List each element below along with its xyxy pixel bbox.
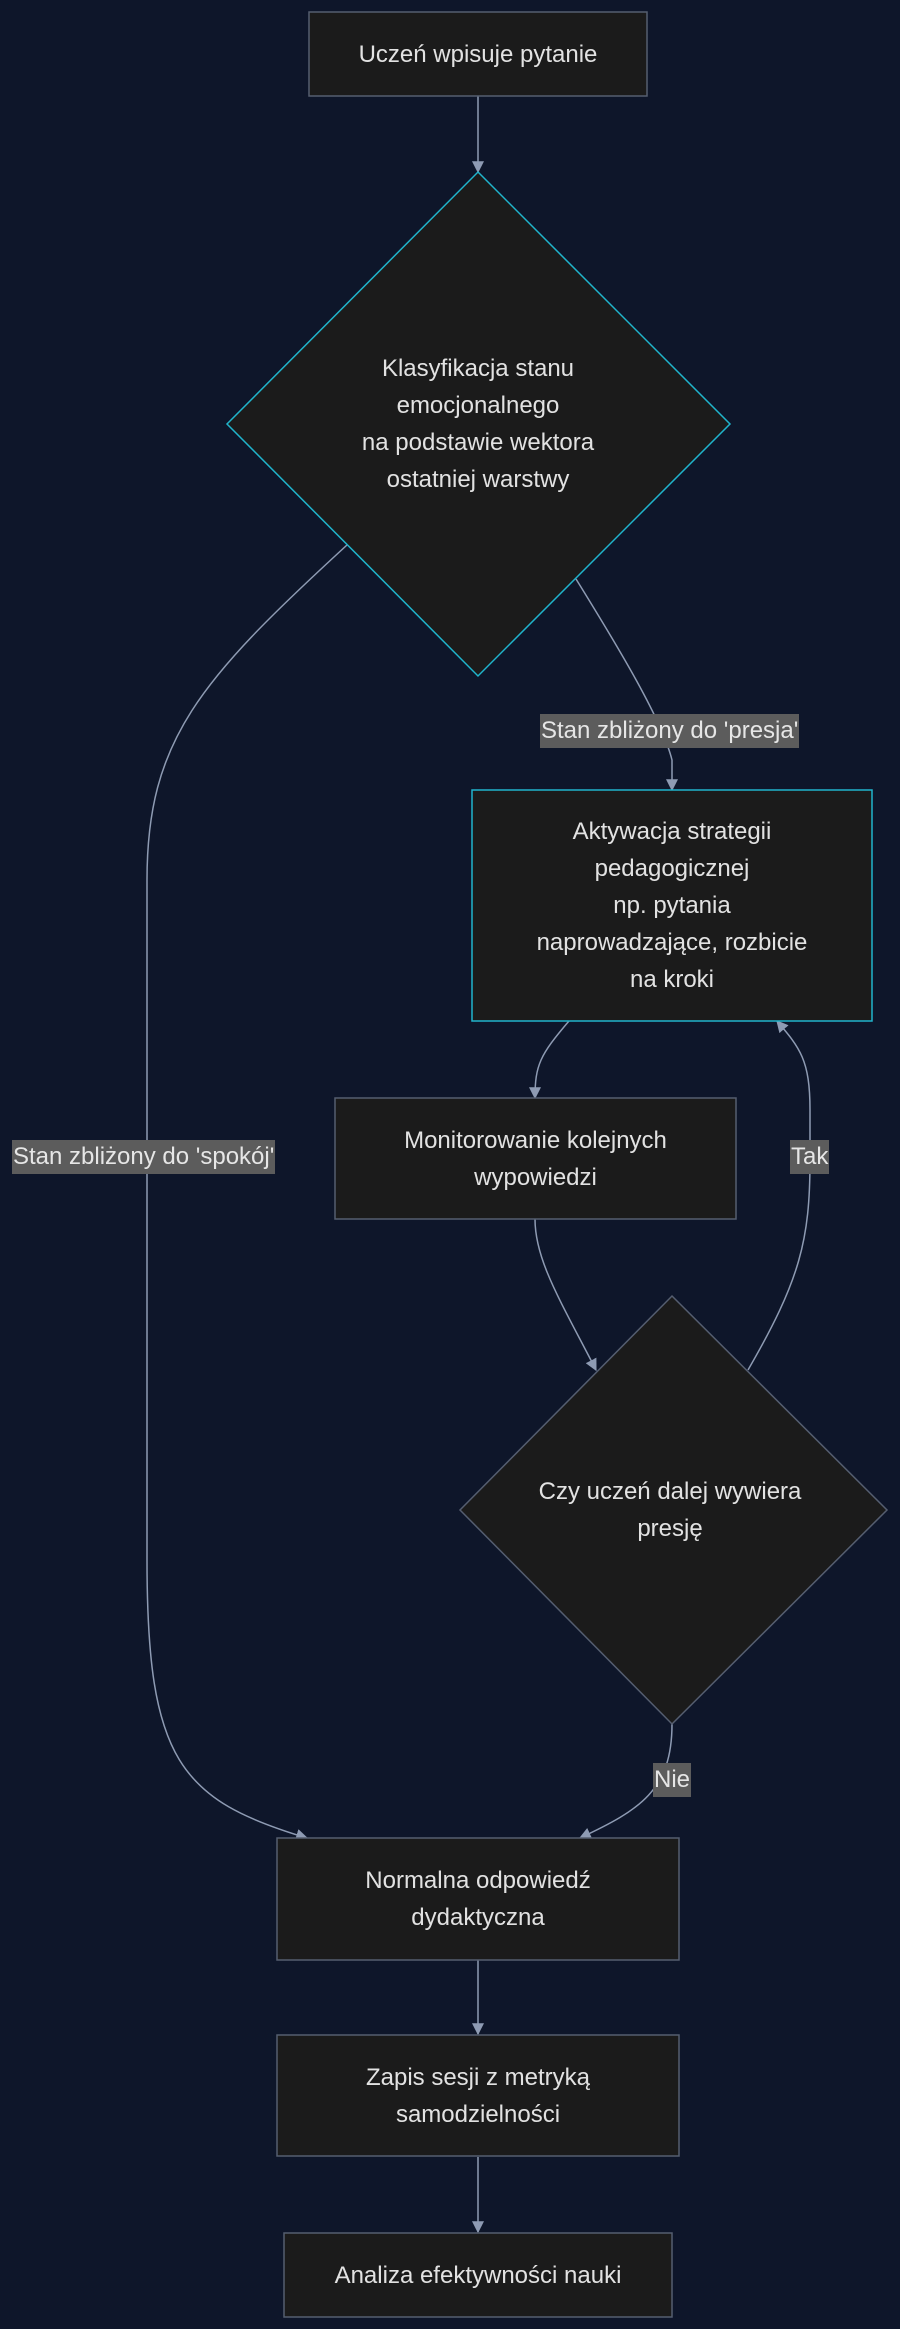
node-record <box>276 2034 680 2157</box>
node-normal-label: Normalna odpowiedź dydaktyczna <box>365 1867 591 1931</box>
edge-label-nie: Nie <box>653 1763 692 1797</box>
node-start <box>308 11 648 97</box>
edge-label-spokoj: Stan zbliżony do 'spokój' <box>12 1140 276 1174</box>
edge-pressure-normal <box>578 1723 673 1839</box>
node-normal <box>276 1837 680 1961</box>
node-analysis <box>283 2232 673 2318</box>
edge-classify-normal <box>146 544 348 1841</box>
edge-monitor-pressure <box>534 1218 597 1372</box>
edge-pressure-strategy <box>747 1020 811 1371</box>
node-start-label: Uczeń wpisuje pytanie <box>358 40 598 68</box>
node-classify <box>225 170 732 678</box>
node-monitor-label: Monitorowanie kolejnych wypowiedzi <box>404 1126 667 1191</box>
edge-strategy-monitor <box>529 1020 570 1100</box>
node-pressure-label: Czy uczeń dalej wywiera presję <box>538 1478 802 1542</box>
edge-classify-strategy <box>575 578 678 792</box>
node-analysis-label: Analiza efektywności nauki <box>334 2261 622 2289</box>
node-strategy-label: Aktywacja strategii pedagogicznej np. py… <box>536 818 808 993</box>
edge-label-presja: Stan zbliżony do 'presja' <box>540 714 800 748</box>
node-monitor <box>334 1097 737 1220</box>
node-record-label: Zapis sesji z metryką samodzielności <box>365 2063 591 2128</box>
node-pressure <box>458 1294 889 1726</box>
edge-label-tak: Tak <box>790 1140 830 1174</box>
node-classify-label: Klasyfikacja stanu emocjonalnego na pods… <box>361 355 595 493</box>
node-strategy <box>471 789 873 1022</box>
